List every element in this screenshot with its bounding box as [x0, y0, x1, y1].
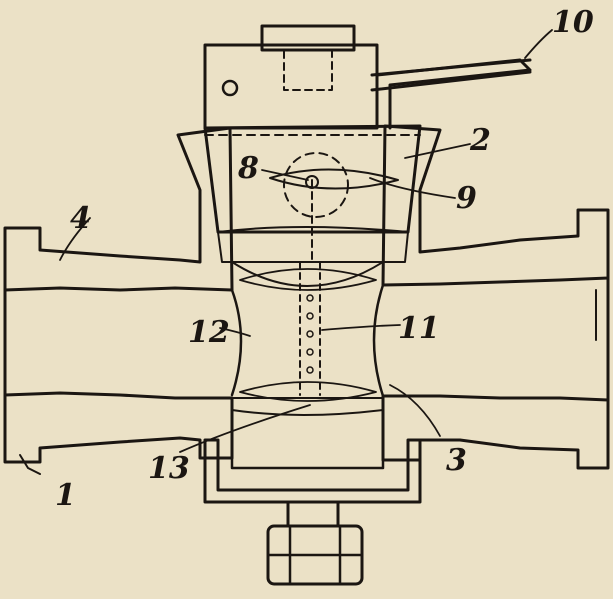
label-12: 12: [188, 315, 230, 350]
leader-lines: [59, 29, 553, 453]
pipe-body-left: [3, 126, 234, 464]
label-3: 3: [446, 443, 467, 478]
label-9: 9: [456, 181, 477, 216]
perforated-tube: [299, 261, 321, 396]
housing-bottom: [203, 396, 422, 504]
label-1: 1: [55, 478, 76, 513]
label-10: 10: [552, 5, 594, 40]
pipe-body-right: [381, 124, 610, 470]
reference-numerals: 1 2 3 4 8 9 10 11 12 13: [55, 5, 594, 513]
label-4: 4: [70, 201, 91, 236]
valve-stem: [269, 152, 399, 263]
label-8: 8: [237, 151, 259, 186]
label-13: 13: [148, 451, 190, 486]
actuator-head: [203, 24, 532, 130]
pipe-bore-lines: [3, 276, 610, 475]
mixing-chamber: [230, 261, 385, 402]
label-11: 11: [398, 311, 440, 346]
label-2: 2: [469, 123, 491, 158]
hex-nut: [266, 500, 364, 586]
